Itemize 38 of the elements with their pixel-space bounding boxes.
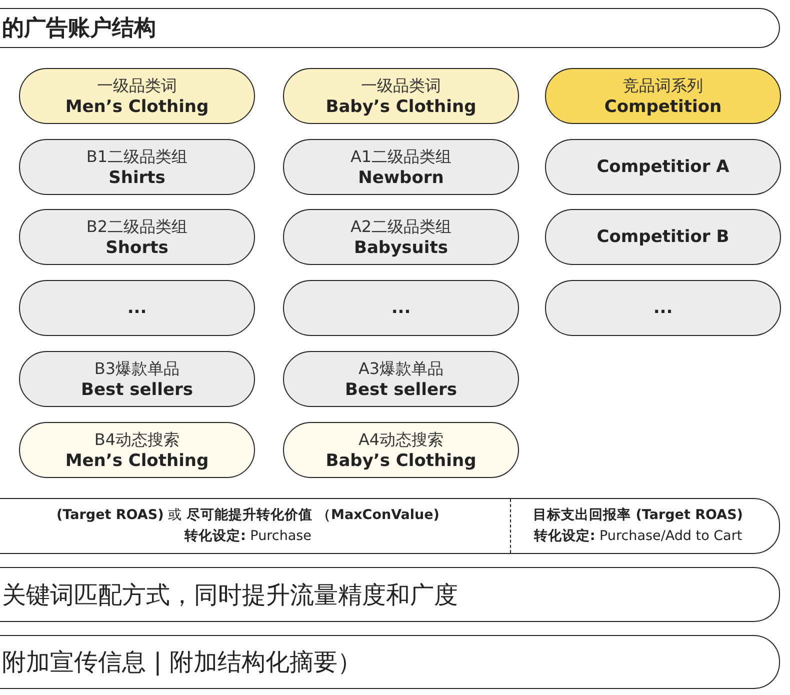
pill-subtitle: A4动态搜索 xyxy=(358,428,444,450)
band-text: 附加宣传信息 | 附加结构化摘要） xyxy=(2,647,362,678)
pill-subtitle: A2二级品类组 xyxy=(350,216,452,236)
pill-title: Best sellers xyxy=(345,378,457,400)
pill-title: Competitior A xyxy=(596,156,730,178)
pill-title: ... xyxy=(653,297,673,319)
info-band xyxy=(0,567,780,622)
pill-subtitle: B2二级品类组 xyxy=(86,216,188,236)
pill-subtitle: B4动态搜索 xyxy=(94,428,180,450)
pill-title: ... xyxy=(391,297,411,319)
pill-title: Competitior B xyxy=(596,226,730,248)
bidding-band xyxy=(0,498,780,554)
pill-title: Newborn xyxy=(358,166,444,188)
info-band xyxy=(0,635,780,689)
bidding-text: 目标支出回报率 (Target ROAS) xyxy=(533,506,743,525)
pill-title: Men’s Clothing xyxy=(65,450,209,472)
pill-subtitle: B1二级品类组 xyxy=(86,146,188,166)
bidding-text: (Target ROAS) 或 尽可能提升转化价值 （MaxConValue) xyxy=(56,506,440,525)
pill-subtitle: 竞品词系列 xyxy=(623,74,703,96)
bidding-text: 转化设定: Purchase xyxy=(184,527,312,546)
pill-title: ... xyxy=(127,297,147,319)
pill-title: Babysuits xyxy=(354,236,448,258)
band-text: 关键词匹配方式，同时提升流量精度和广度 xyxy=(2,580,458,610)
pill-title: Shirts xyxy=(108,166,166,188)
bidding-text: 转化设定: Purchase/Add to Cart xyxy=(534,527,742,546)
pill-title: Shorts xyxy=(106,236,168,258)
pill-subtitle: A1二级品类组 xyxy=(350,146,452,166)
pill-subtitle: A3爆款单品 xyxy=(358,358,444,378)
pill-subtitle: 一级品类词 xyxy=(97,74,177,96)
pill-subtitle: B3爆款单品 xyxy=(94,358,180,378)
pill-subtitle: 一级品类词 xyxy=(361,74,441,96)
pill-title: Baby’s Clothing xyxy=(326,96,476,118)
pill-title: Competition xyxy=(604,96,722,118)
pill-title: Baby’s Clothing xyxy=(326,450,476,472)
pill-title: Best sellers xyxy=(81,378,193,400)
title-band xyxy=(0,8,780,48)
pill-title: Men’s Clothing xyxy=(65,96,209,118)
title-text: 的广告账户结构 xyxy=(2,15,156,43)
